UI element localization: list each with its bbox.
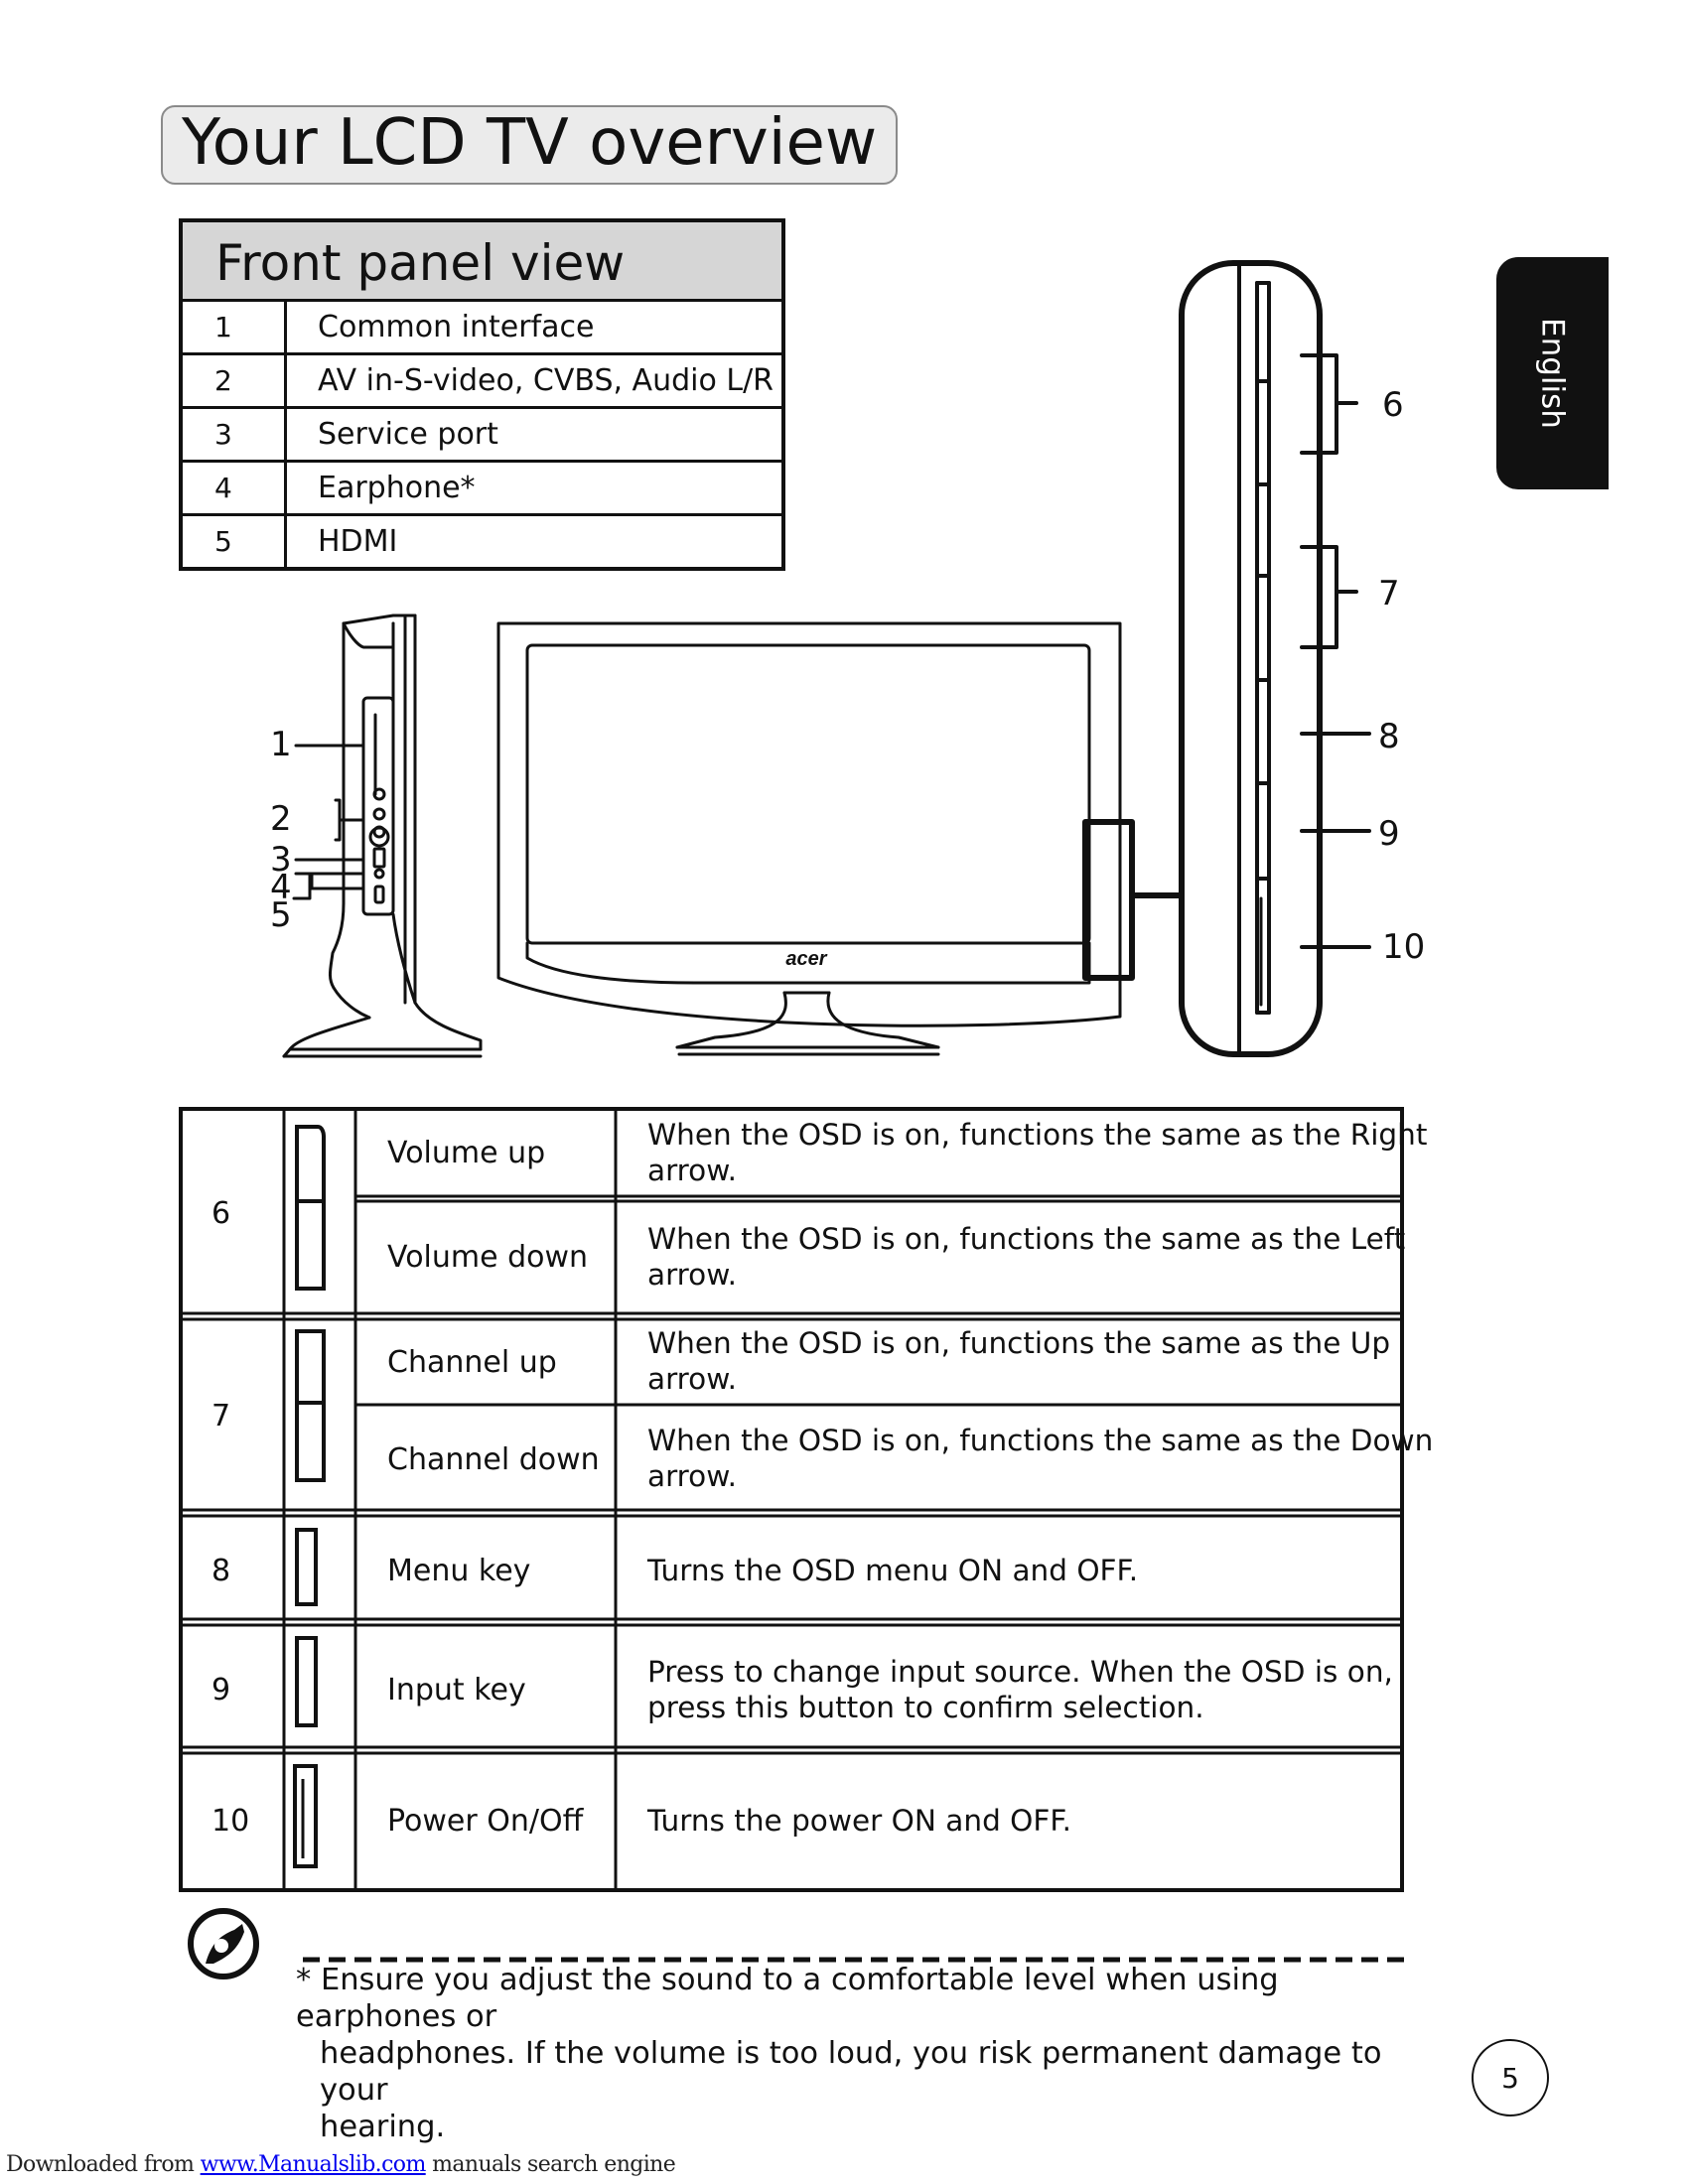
callout-8: 8 — [1378, 717, 1400, 756]
desc-channel-up: When the OSD is on, functions the same a… — [647, 1326, 1391, 1396]
label-channel-up: Channel up — [387, 1345, 557, 1380]
table-row: 5 HDMI — [183, 516, 781, 567]
group-number-9: 9 — [211, 1673, 231, 1707]
callout-6: 6 — [1382, 385, 1404, 425]
label-input-key: Input key — [387, 1673, 526, 1707]
item-label: HDMI — [318, 524, 398, 559]
item-number: 4 — [183, 463, 287, 513]
table-row: 4 Earphone* — [183, 463, 781, 516]
item-number: 3 — [183, 409, 287, 460]
callout-1: 1 — [270, 725, 292, 764]
download-footer: Downloaded from www.Manualslib.com manua… — [6, 2152, 676, 2177]
item-label: Common interface — [318, 310, 595, 344]
button-callout-lines — [1300, 353, 1371, 949]
desc-input-key: Press to change input source. When the O… — [647, 1655, 1393, 1724]
language-tab — [1496, 257, 1609, 489]
item-label: Service port — [318, 417, 498, 452]
callout-7: 7 — [1378, 574, 1400, 614]
page-number: 5 — [1472, 2039, 1549, 2116]
callout-4: 4 — [270, 868, 292, 907]
label-menu-key: Menu key — [387, 1554, 531, 1588]
acer-logo: acer — [785, 948, 827, 970]
desc-power: Turns the power ON and OFF. — [647, 1804, 1071, 1838]
desc-channel-down: When the OSD is on, functions the same a… — [647, 1424, 1434, 1493]
callout-2: 2 — [270, 799, 292, 839]
tv-front-view — [496, 621, 1122, 1056]
callout-10: 10 — [1382, 927, 1426, 967]
group-number-6: 6 — [211, 1196, 231, 1231]
note-text: * Ensure you adjust the sound to a comfo… — [296, 1963, 1382, 2144]
buttons-table — [179, 1107, 1404, 1892]
label-channel-down: Channel down — [387, 1442, 600, 1477]
desc-volume-up: When the OSD is on, functions the same a… — [647, 1118, 1428, 1187]
tv-side-view — [282, 614, 483, 1058]
desc-menu-key: Turns the OSD menu ON and OFF. — [647, 1554, 1139, 1587]
group-number-10: 10 — [211, 1804, 250, 1839]
title-box — [161, 105, 898, 185]
item-number: 1 — [183, 302, 287, 352]
front-panel-table: Front panel view 1 Common interface 2 AV i… — [179, 218, 785, 571]
front-panel-heading: Front panel view — [183, 222, 781, 302]
button-panel-zoom — [1179, 260, 1323, 1057]
label-volume-up: Volume up — [387, 1136, 546, 1170]
table-row: 3 Service port — [183, 409, 781, 463]
label-volume-down: Volume down — [387, 1240, 589, 1275]
callout-3: 3 — [270, 840, 292, 880]
item-number: 5 — [183, 516, 287, 567]
table-row: 1 Common interface — [183, 302, 781, 355]
desc-volume-down: When the OSD is on, functions the same a… — [647, 1222, 1406, 1292]
label-power: Power On/Off — [387, 1804, 584, 1839]
group-number-7: 7 — [211, 1399, 231, 1433]
item-label: AV in-S-video, CVBS, Audio L/R — [318, 363, 774, 398]
language-tab-label: English — [1534, 318, 1571, 429]
item-label: Earphone* — [318, 471, 476, 505]
side-callout-lines — [292, 744, 365, 900]
item-number: 2 — [183, 355, 287, 406]
page-title: Your LCD TV overview — [182, 106, 878, 180]
callout-9: 9 — [1378, 814, 1400, 854]
group-number-8: 8 — [211, 1554, 231, 1588]
table-row: 2 AV in-S-video, CVBS, Audio L/R — [183, 355, 781, 409]
callout-5: 5 — [270, 895, 292, 935]
zoom-highlight — [1082, 819, 1185, 981]
note-icon — [188, 1908, 259, 1979]
manualslib-link[interactable]: www.Manualslib.com — [200, 2152, 427, 2177]
